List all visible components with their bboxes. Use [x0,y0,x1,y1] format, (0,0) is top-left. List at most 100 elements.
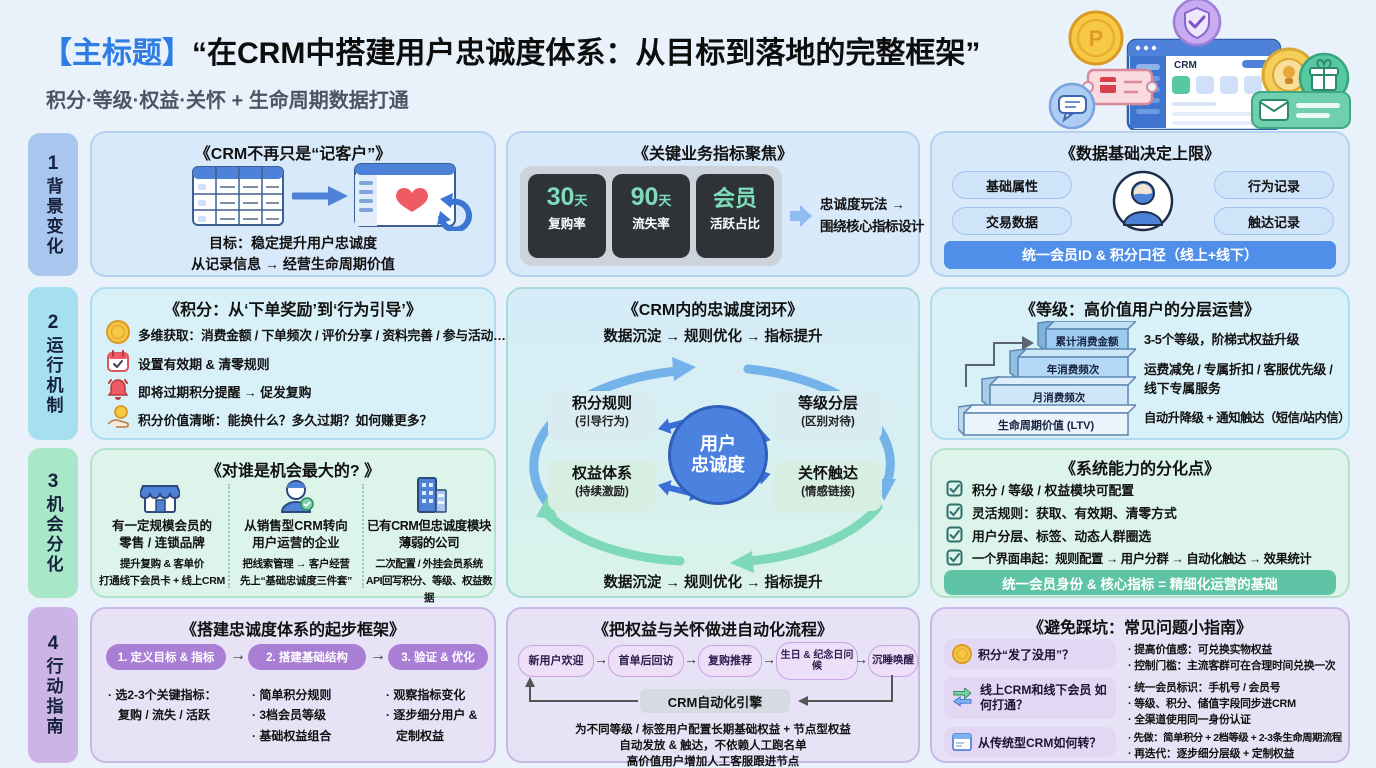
loop-cycle-text-top: 数据沉淀 → 规则优化 → 指标提升 [603,329,823,345]
card-faq-title: 《避免踩坑：常见问题小指南》 [1027,620,1252,637]
card-crm-change-title: 《CRM不再只是“记客户”》 [194,146,392,163]
crm-window-icon: CRM [1126,38,1282,130]
metric-1-label: 复购率 [548,217,586,232]
opportunity-col1-sub2: 打通线下会员卡 + 线上CRM [99,574,225,587]
tab-row-1-background-change: 1 背景变化 [28,133,78,276]
metric-tile-repurchase: 30天 复购率 [528,174,606,258]
tab-4-number: 4 [47,633,59,654]
loop-box-points-rules: 积分规则 (引导行为) [548,391,656,441]
crm-window-label: CRM [1174,60,1197,71]
starter-c1-b2: 复购 / 流失 / 活跃 [118,708,211,723]
stair-1-label: 累计消费金额 [1056,335,1119,348]
opportunity-col1-sub1: 提升复购 & 客单价 [120,558,204,570]
card-opportunity-title: 《对谁是机会最大的? 》 [205,463,381,480]
arrow-right-icon: → [762,651,776,667]
step-2-pill: 2. 搭建基础结构 [248,644,366,670]
card-levels-title: 《等级：高价值用户的分层运营》 [1019,302,1260,319]
step-1-pill: 1. 定义目标 & 指标 [106,644,226,670]
legacy-crm-window-icon [952,733,972,751]
tab-1-number: 1 [47,152,59,174]
card-crm-change: 《CRM不再只是“记客户”》 [90,131,496,277]
opportunity-col2-sub1: 把线索管理 → 客户经营 [242,558,350,570]
flow-pill-repurchase: 复购推荐 [698,645,762,677]
loop-box-3-sub: (持续激励) [575,485,629,498]
opportunity-col2-head2: 用户运营的企业 [252,535,340,550]
page-subtitle: 积分·等级·权益·关怀 + 生命周期数据打通 [46,90,409,112]
opportunity-col2-sub2: 先上“基础忠诚度三件套” [240,574,352,587]
metrics-note-1: 忠诚度玩法 → [820,197,905,212]
points-item-2: 设置有效期 & 清零规则 [138,357,270,372]
system-check-3: 用户分层、标签、动态人群圈选 [972,529,1152,544]
opportunity-col1-head2: 零售 / 连锁品牌 [119,535,205,550]
loop-box-1-sub: (引导行为) [575,415,629,428]
step-3-pill: 3. 验证 & 优化 [388,644,488,670]
metric-1-value: 30 [546,183,575,211]
arrow-right-icon [790,205,812,227]
card-key-metrics: 《关键业务指标聚焦》 30天 复购率 90天 流失率 会员 活跃占比 忠诚度玩法… [506,131,925,277]
flow-pill-sleep-wake: 沉睡唤醒 [868,645,918,677]
faq-q3-answer-2: · 再迭代：逐步细分层级 + 定制权益 [1128,748,1295,760]
faq-q2-text: 线上CRM和线下会员 如何打通？ [980,683,1107,712]
agent-icon [280,480,314,513]
card-levels: 《等级：高价值用户的分层运营》 累计消费金额 年消费频次 月消费频次 [930,287,1351,440]
opportunity-col3-sub: 二次配置 / 外挂会员系统 API回写积分、等级、权益数据 [364,556,494,606]
opportunity-col3-head: 已有CRM但忠诚度模块 薄弱的公司 [364,518,494,552]
opportunity-col2-head: 从销售型CRM转向 用户运营的企业 [232,518,360,552]
crm-illustration: CRM P [1048,0,1351,130]
card-points-title: 《积分：从‘下单奖励’到‘行为引导’》 [164,302,422,319]
metric-3-value: 会员 [712,186,757,211]
checkbox-icon [946,480,963,497]
stair-2-label: 年消费频次 [1047,363,1100,376]
opportunity-col1-sub: 提升复购 & 客单价 打通线下会员卡 + 线上CRM [98,556,226,590]
loop-box-4-title: 关怀触达 [797,465,858,482]
faq-q3-answer-1: · 先做：简单积分 + 2档等级 + 2-3条生命周期流程 [1128,733,1342,744]
metric-tile-churn: 90天 流失率 [612,174,690,258]
bell-icon [107,379,129,400]
arrow-right-icon [292,186,348,206]
mail-card-icon [1251,91,1351,129]
metric-2-unit: 天 [658,193,672,208]
card-starter-framework: 《搭建忠诚度体系的起步框架》 1. 定义目标 & 指标 → 2. 搭建基础结构 … [90,607,496,763]
loop-box-benefits-system: 权益体系 (持续激励) [548,461,656,511]
table-icon [192,166,284,226]
tier-staircase-icon: 累计消费金额 年消费频次 月消费频次 生命周期价值 (LTV) [958,321,1136,437]
metrics-note-2: 围绕核心指标设计 [820,219,925,234]
arrow-right-icon: → [370,647,386,664]
tab-1-label: 背景变化 [43,176,63,257]
card-system-capabilities: 《系统能力的分化点》 积分 / 等级 / 权益模块可配置 灵活规则：获取、有效期… [930,448,1350,598]
automation-engine-pill: CRM自动化引擎 [640,689,790,713]
starter-col3-bullets: · 观察指标变化 · 逐步细分用户 & 定制权益 [386,685,496,746]
faq-q2-answer-3: · 全渠道使用同一身份认证 [1128,714,1251,726]
system-check-4: 一个界面串起：规则配置 → 用户分群 → 自动化触达 → 效果统计 [972,552,1312,566]
loop-box-2-title: 等级分层 [797,395,858,412]
automation-line-3: 高价值用户增加人工客服跟进节点 [626,756,800,768]
loop-box-1-title: 积分规则 [571,395,632,412]
card-points-mechanism: 《积分：从‘下单奖励’到‘行为引导’》 多维获取：消费金额 / 下单频次 / 评… [90,287,506,440]
data-pill-touch-records: 触达记录 [1214,207,1334,235]
tab-row-2-mechanism: 2 运行机制 [28,287,78,440]
checkbox-icon [946,526,963,543]
opportunity-col3-head2: 薄弱的公司 [398,535,460,550]
starter-col1-bullets: · 选2-3个关键指标： 复购 / 流失 / 活跃 [108,685,238,726]
starter-c1-b1: · 选2-3个关键指标： [108,688,217,702]
metric-2-value: 90 [630,183,659,211]
calendar-icon [107,350,129,372]
card-data-foundation-title: 《数据基础决定上限》 [1059,146,1220,163]
loop-box-care-reach: 关怀触达 (情感链接) [774,461,882,511]
opportunity-col3-sub2: API回写积分、等级、权益数据 [365,574,493,604]
faq-q1-pill: 积分“发了没用”？ [944,639,1116,669]
flow-pill-first-order: 首单后回访 [608,645,684,677]
starter-c3-b1: · 观察指标变化 [386,688,466,702]
card-opportunity: 《对谁是机会最大的? 》 有一定规模会员的 零售 / 连锁品牌 提升复购 & 客… [90,448,496,604]
data-pill-transaction-data: 交易数据 [952,207,1072,235]
points-item-1: 多维获取：消费金额 / 下单频次 / 评价分享 / 资料完善 / 参与活动… [138,328,506,343]
faq-q1-answer-2: · 控制门槛：主流客群可在合理时间兑换一次 [1128,660,1336,672]
card-loyalty-loop-title: 《CRM内的忠诚度闭环》 [622,302,804,319]
levels-line-1: 3-5个等级，阶梯式权益升级 [1144,332,1300,347]
tab-4-label: 行动指南 [43,657,63,737]
loop-center-circle: 用户 忠诚度 [668,405,768,505]
shield-check-icon [1172,0,1222,47]
tab-2-number: 2 [47,311,59,333]
page-title: 【主标题】“在CRM中搭建用户忠诚度体系：从目标到落地的完整框架” [42,28,980,72]
card-system-title: 《系统能力的分化点》 [1059,461,1220,478]
